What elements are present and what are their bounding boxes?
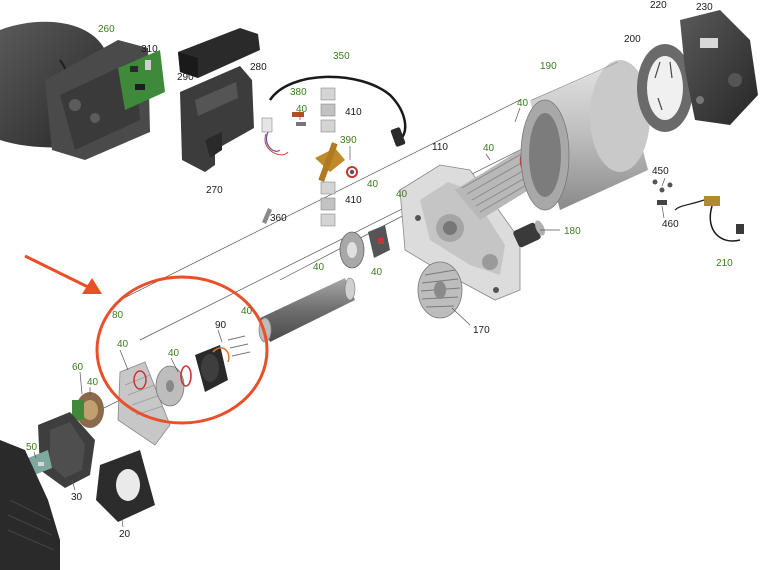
label-260: 260: [98, 24, 115, 35]
end-cap-220: [680, 10, 758, 125]
label-40-a: 40: [296, 104, 308, 115]
fasteners-450: [652, 179, 673, 205]
label-90: 90: [215, 320, 227, 331]
exhaust-tube: [258, 277, 356, 343]
motor-fan-60: [72, 392, 104, 428]
label-20: 20: [119, 529, 131, 540]
label-40-h: 40: [241, 306, 253, 317]
screw-360: [262, 208, 272, 224]
label-30: 30: [71, 492, 83, 503]
label-410-top: 410: [345, 107, 362, 118]
label-170: 170: [473, 325, 490, 336]
label-390: 390: [340, 135, 357, 146]
label-450: 450: [652, 166, 669, 177]
label-50: 50: [26, 442, 38, 453]
label-40-d: 40: [483, 143, 495, 154]
callout-highlight: [95, 275, 269, 425]
label-280: 280: [250, 62, 267, 73]
fan-wheel-170: [417, 261, 463, 319]
label-410-bottom: 410: [345, 195, 362, 206]
label-210: 210: [716, 258, 733, 269]
label-40-j: 40: [168, 348, 180, 359]
label-leaders: [33, 107, 666, 528]
label-180: 180: [564, 226, 581, 237]
block-50: [28, 450, 52, 476]
label-40-i: 40: [117, 339, 129, 350]
fasteners-380: [292, 112, 306, 126]
label-110: 110: [432, 142, 448, 153]
label-220: 220: [650, 0, 667, 11]
label-40-k: 40: [87, 377, 99, 388]
housing-top-left: [0, 21, 150, 160]
part-labels: 260 310 290 280 270 350 380 40 410 390 4…: [26, 0, 733, 540]
bracket-30: [38, 412, 95, 488]
label-290: 290: [177, 72, 194, 83]
plate-20: [96, 450, 155, 522]
label-40-c: 40: [517, 98, 529, 109]
label-60: 60: [72, 362, 84, 373]
label-40-b: 40: [367, 179, 379, 190]
ring-200: [637, 44, 693, 132]
label-200: 200: [624, 34, 641, 45]
label-40-g: 40: [371, 267, 383, 278]
label-460: 460: [662, 219, 679, 230]
label-230: 230: [696, 2, 713, 13]
arrow-pointing-icon: [24, 254, 102, 294]
panel-270: [180, 66, 254, 172]
blocks-410: [320, 87, 336, 227]
label-350: 350: [333, 51, 350, 62]
label-310: 310: [141, 44, 158, 55]
cover-280: [178, 28, 260, 78]
disc-plate: [339, 225, 390, 269]
label-360: 360: [270, 213, 287, 224]
cable-harness-350: [261, 75, 407, 156]
label-380: 380: [290, 87, 307, 98]
label-190: 190: [540, 61, 557, 72]
housing-bottom-left: [0, 440, 60, 570]
burner-group-80: [117, 335, 251, 446]
label-40-e: 40: [396, 189, 408, 200]
cylinder-shell-190: [520, 60, 650, 211]
brass-fitting-390: [315, 142, 358, 182]
sensor-cable-210: [674, 196, 744, 242]
label-40-f: 40: [313, 262, 325, 273]
pcb-board-310: [118, 50, 165, 110]
label-80: 80: [112, 310, 124, 321]
motor-180: [513, 220, 545, 248]
label-270: 270: [206, 185, 223, 196]
